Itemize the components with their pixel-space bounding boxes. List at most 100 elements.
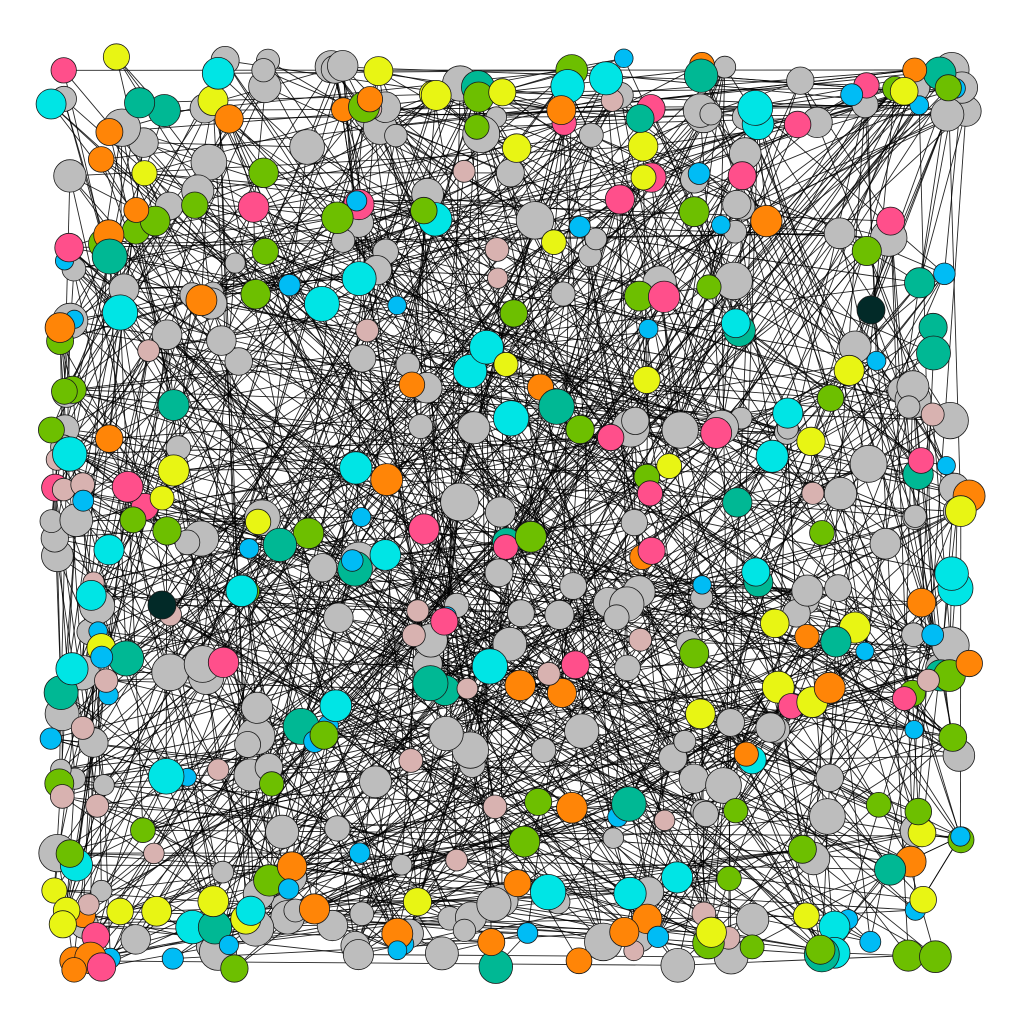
graph-node-gray <box>342 939 374 971</box>
graph-node-green <box>119 506 147 534</box>
graph-edge <box>101 99 613 160</box>
graph-edge <box>177 294 193 449</box>
graph-edge <box>218 70 572 74</box>
graph-node-gray <box>93 774 115 796</box>
graph-node-sky <box>933 262 956 286</box>
graph-node-yellow <box>197 885 230 918</box>
graph-node-yellow <box>149 485 175 511</box>
graph-node-cyan <box>613 876 647 911</box>
graph-node-teal <box>683 58 719 93</box>
graph-edge <box>386 479 958 512</box>
graph-node-rosy <box>801 481 825 505</box>
graph-node-rosy <box>920 402 945 427</box>
nodes-layer <box>35 43 986 984</box>
graph-node-pink <box>637 536 666 565</box>
graph-edge <box>505 113 712 365</box>
graph-edge <box>135 87 949 940</box>
graph-node-sky <box>904 720 924 740</box>
graph-edge <box>64 294 193 392</box>
graph-node-gray <box>678 763 710 794</box>
graph-node-orange <box>813 671 846 704</box>
graph-edge <box>217 72 358 202</box>
graph-edge <box>60 479 387 770</box>
graph-edge <box>64 390 952 575</box>
graph-edge <box>90 774 251 959</box>
graph-node-sky <box>387 940 408 961</box>
graph-node-sky <box>387 295 407 316</box>
graph-node-teal <box>722 487 753 518</box>
graph-edge <box>228 118 559 903</box>
graph-node-gray <box>211 860 235 884</box>
graph-node-pink <box>700 417 733 449</box>
graph-node-gray <box>348 344 377 373</box>
graph-node-orange <box>556 791 588 824</box>
graph-node-gray <box>620 508 648 537</box>
graph-edge <box>358 476 648 955</box>
graph-node-cyan <box>737 90 774 126</box>
graph-edge <box>264 251 415 636</box>
graph-edge <box>148 350 425 530</box>
graph-edge <box>57 122 565 854</box>
graph-edge <box>217 420 951 953</box>
graph-node-orange <box>370 463 404 497</box>
graph-node-sky <box>516 922 539 944</box>
graph-edge <box>517 522 635 884</box>
graph-node-teal <box>820 626 852 658</box>
graph-edge <box>498 572 609 603</box>
graph-node-rosy <box>456 677 479 700</box>
graph-node-gray <box>824 574 852 602</box>
graph-edge <box>82 672 630 805</box>
graph-node-green <box>499 299 528 328</box>
graph-node-green <box>309 720 339 750</box>
graph-node-gray <box>515 201 555 240</box>
graph-edge <box>627 644 951 669</box>
graph-node-sky <box>859 930 882 953</box>
graph-edge <box>657 858 814 938</box>
graph-node-sky <box>936 456 956 476</box>
graph-node-green <box>788 834 817 864</box>
graph-edge <box>101 220 891 892</box>
graph-node-orange <box>546 95 577 125</box>
graph-node-rosy <box>398 748 424 773</box>
graph-node-gray <box>815 763 845 793</box>
graph-node-pink <box>892 686 917 711</box>
graph-node-gray <box>699 102 723 126</box>
graph-edge <box>202 108 372 665</box>
graph-edge <box>611 100 703 585</box>
graph-edge <box>493 903 729 939</box>
graph-node-rosy <box>653 809 676 832</box>
graph-edge <box>701 456 773 586</box>
graph-node-rosy <box>916 668 940 692</box>
graph-node-cyan <box>529 873 567 911</box>
graph-node-teal <box>874 853 907 886</box>
graph-edge <box>766 220 914 387</box>
graph-edge <box>735 627 856 811</box>
graph-edge <box>202 663 252 911</box>
graph-node-yellow <box>627 131 659 162</box>
graph-node-sky <box>711 215 731 235</box>
graph-edge <box>407 364 695 779</box>
graph-node-rosy <box>482 794 508 820</box>
graph-edge <box>62 742 94 925</box>
graph-node-yellow <box>541 229 567 256</box>
graph-edge <box>322 426 421 568</box>
graph-edge <box>572 73 941 587</box>
graph-node-green <box>904 797 933 826</box>
graph-node-yellow <box>363 56 394 86</box>
graph-edge <box>82 340 222 485</box>
graph-node-pink <box>86 952 117 982</box>
graph-node-cyan <box>201 57 235 90</box>
graph-node-yellow <box>106 897 134 926</box>
graph-node-gray <box>660 947 696 983</box>
graph-node-orange <box>44 312 76 343</box>
graph-edge <box>754 107 870 464</box>
graph-node-gray <box>559 572 587 600</box>
graph-node-yellow <box>909 886 937 914</box>
graph-node-cyan <box>235 895 266 926</box>
graph-node-cyan <box>741 557 771 587</box>
graph-node-green <box>716 865 742 892</box>
graph-node-gray <box>809 798 846 835</box>
graph-node-yellow <box>502 133 532 163</box>
graph-edge <box>639 591 805 601</box>
graph-node-pink <box>907 447 935 474</box>
